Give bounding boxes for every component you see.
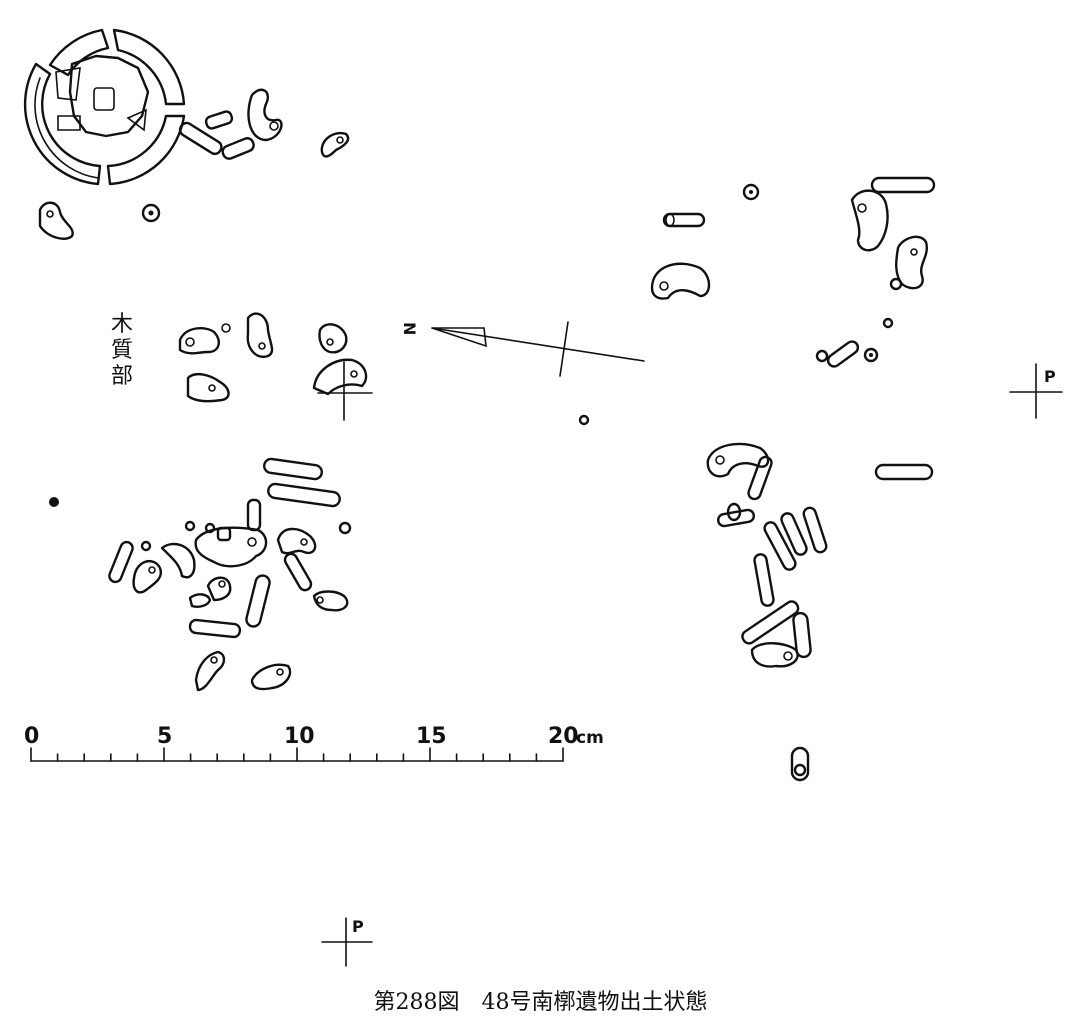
scale-tick-label: 5 <box>157 724 172 749</box>
north-arrow: N <box>400 321 645 426</box>
point-marker-right: P <box>1009 363 1063 419</box>
scale-tick-label: 20 <box>548 724 579 749</box>
point-label: P <box>352 917 364 936</box>
wood-label-char: 質 <box>110 338 133 363</box>
bead-group-lower-left <box>49 457 352 692</box>
bead-group-mid-left <box>178 312 373 421</box>
scale-bar: 0 5 10 15 20 cm <box>24 724 604 762</box>
bead-group-lower-right <box>706 442 934 782</box>
point-marker-bottom: P <box>321 917 373 967</box>
scale-unit: cm <box>576 728 604 748</box>
north-label: N <box>400 322 419 335</box>
scale-ticks <box>30 747 564 762</box>
point-label: P <box>1044 367 1056 386</box>
bead-group-top-left <box>38 88 350 240</box>
wood-label-char: 木 <box>110 312 133 337</box>
scale-tick-label: 10 <box>284 724 315 749</box>
wood-part-label: 木 質 部 <box>107 312 137 390</box>
mirror-fragment <box>23 28 186 186</box>
wood-label-char: 部 <box>110 364 133 389</box>
scale-tick-label: 15 <box>416 724 447 749</box>
figure-caption: 第288図 48号南槨遺物出土状態 <box>373 990 708 1015</box>
bead-group-upper-right <box>650 176 936 368</box>
scale-tick-label: 0 <box>24 724 39 749</box>
